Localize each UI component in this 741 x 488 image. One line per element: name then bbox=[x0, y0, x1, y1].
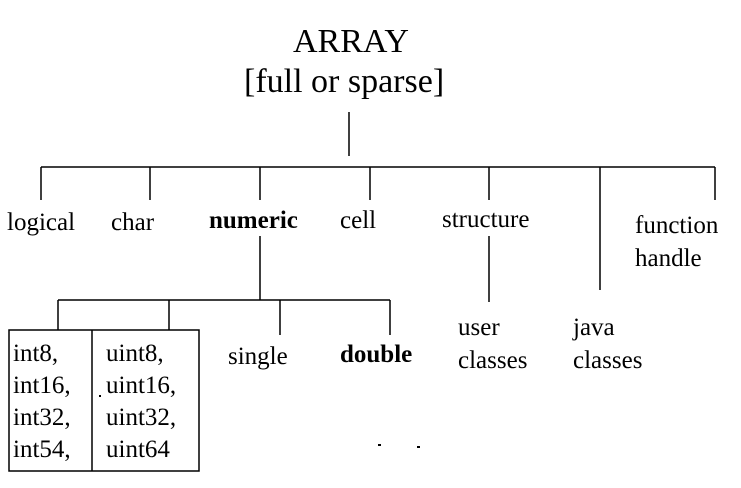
unsigned-int-types: uint8, uint16, uint32, uint64 bbox=[106, 341, 176, 469]
type-single: single bbox=[228, 343, 288, 370]
function-handle-line-2: handle bbox=[635, 244, 702, 272]
type-function-handle: function handle bbox=[635, 210, 718, 275]
user-classes-line-1: user bbox=[458, 314, 500, 341]
java-classes: java classes bbox=[573, 312, 642, 377]
type-double: double bbox=[340, 341, 413, 368]
int-type: int32, bbox=[13, 404, 71, 431]
uint-type: uint32, bbox=[106, 404, 177, 431]
type-numeric: numeric bbox=[209, 207, 298, 234]
speck-mark bbox=[417, 446, 420, 448]
type-structure: structure bbox=[442, 206, 530, 233]
speck-mark bbox=[378, 444, 381, 446]
java-classes-line-2: classes bbox=[573, 346, 643, 374]
user-classes: user classes bbox=[458, 312, 527, 377]
int-type: int8, bbox=[13, 340, 59, 367]
type-char: char bbox=[111, 209, 155, 236]
int-type: int54, bbox=[13, 436, 71, 463]
function-handle-line-1: function bbox=[635, 212, 719, 239]
user-classes-line-2: classes bbox=[458, 346, 528, 374]
signed-int-types: int8, int16, int32, int54, bbox=[13, 341, 71, 469]
uint-type: uint16, bbox=[106, 372, 177, 399]
type-logical: logical bbox=[7, 209, 76, 236]
uint-type: uint8, bbox=[106, 340, 164, 367]
root-title: ARRAY bbox=[293, 23, 409, 60]
integer-types-box bbox=[8, 329, 200, 472]
root-subtitle: [full or sparse] bbox=[244, 63, 445, 100]
java-classes-line-1: java bbox=[573, 314, 615, 341]
speck-mark bbox=[99, 395, 101, 397]
int-type: int16, bbox=[13, 372, 71, 399]
uint-type: uint64 bbox=[106, 436, 170, 463]
type-cell: cell bbox=[340, 207, 377, 234]
